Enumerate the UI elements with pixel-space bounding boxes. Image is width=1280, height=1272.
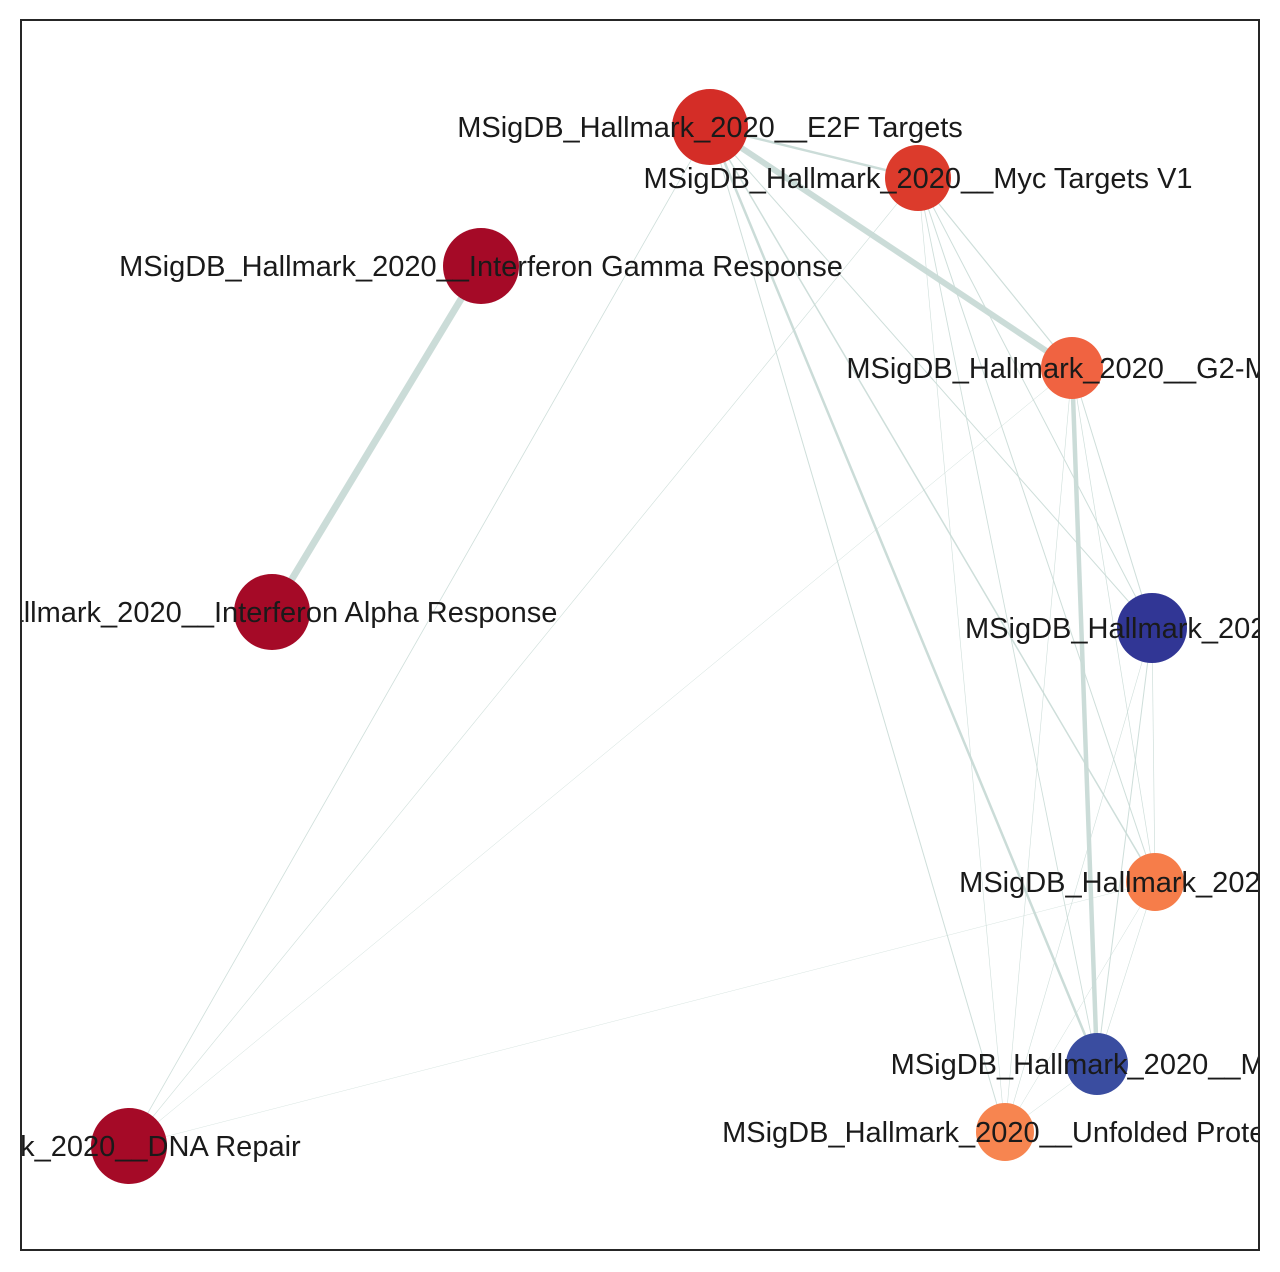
edge-myc-g2m (917, 177, 1073, 369)
node-label-mitot: MSigDB_Hallmark_2020__Mitot (891, 1049, 1260, 1081)
node-ifna[interactable] (234, 574, 310, 650)
node-upr[interactable] (976, 1103, 1034, 1161)
edge-e2f-dna (128, 126, 711, 1147)
edge-myc-mt (917, 177, 1156, 883)
edge-m-mt (1151, 627, 1156, 883)
node-label-g2m: MSigDB_Hallmark_2020__G2-M C (846, 353, 1260, 385)
node-ifng[interactable] (443, 228, 519, 304)
edge-g2m-upr (1004, 367, 1073, 1133)
node-dna[interactable] (91, 1108, 167, 1184)
label-layer: MSigDB_Hallmark_2020__E2F TargetsMSigDB_… (22, 112, 1260, 1163)
node-label-m: MSigDB_Hallmark_2020__M (965, 613, 1260, 645)
edge-e2f-upr (709, 126, 1006, 1133)
node-label-mt: MSigDB_Hallmark_2020__mT (959, 867, 1260, 899)
network-graph: MSigDB_Hallmark_2020__E2F TargetsMSigDB_… (22, 89, 1260, 1184)
node-g2m[interactable] (1041, 337, 1103, 399)
edge-layer (128, 124, 1156, 1147)
edge-g2m-mitot (1069, 365, 1100, 1067)
edge-g2m-dna (128, 367, 1073, 1147)
node-label-ifna: Hallmark_2020__Interferon Alpha Response (22, 597, 557, 629)
node-myc[interactable] (885, 145, 951, 211)
edge-ifng-ifna (268, 262, 485, 616)
node-mt[interactable] (1126, 853, 1184, 911)
node-mitot[interactable] (1066, 1033, 1128, 1095)
node-e2f[interactable] (672, 89, 748, 165)
edge-mt-mitot (1096, 881, 1156, 1065)
edge-m-mitot (1096, 627, 1153, 1065)
node-layer (91, 89, 1187, 1184)
node-label-e2f: MSigDB_Hallmark_2020__E2F Targets (457, 112, 963, 144)
edge-m-upr (1004, 627, 1153, 1133)
edge-myc-upr (917, 177, 1006, 1133)
edge-myc-dna (128, 177, 919, 1147)
edge-e2f-mitot (708, 125, 1099, 1066)
node-label-upr: MSigDB_Hallmark_2020__Unfolded Protein (722, 1117, 1260, 1149)
edge-e2f-mt (709, 126, 1156, 883)
edge-e2f-g2m (707, 124, 1075, 371)
node-label-ifng: MSigDB_Hallmark_2020__Interferon Gamma R… (119, 251, 843, 283)
node-label-myc: MSigDB_Hallmark_2020__Myc Targets V1 (643, 163, 1192, 195)
edge-mt-dna (128, 881, 1156, 1147)
edge-g2m-mt (1071, 367, 1156, 883)
node-m[interactable] (1117, 593, 1187, 663)
edge-mt-upr (1004, 881, 1156, 1133)
edge-e2f-m (709, 126, 1153, 629)
edge-g2m-m (1071, 367, 1153, 629)
edge-myc-mitot (917, 177, 1098, 1065)
edge-myc-m (917, 177, 1153, 629)
node-label-dna: llmark_2020__DNA Repair (22, 1131, 301, 1163)
